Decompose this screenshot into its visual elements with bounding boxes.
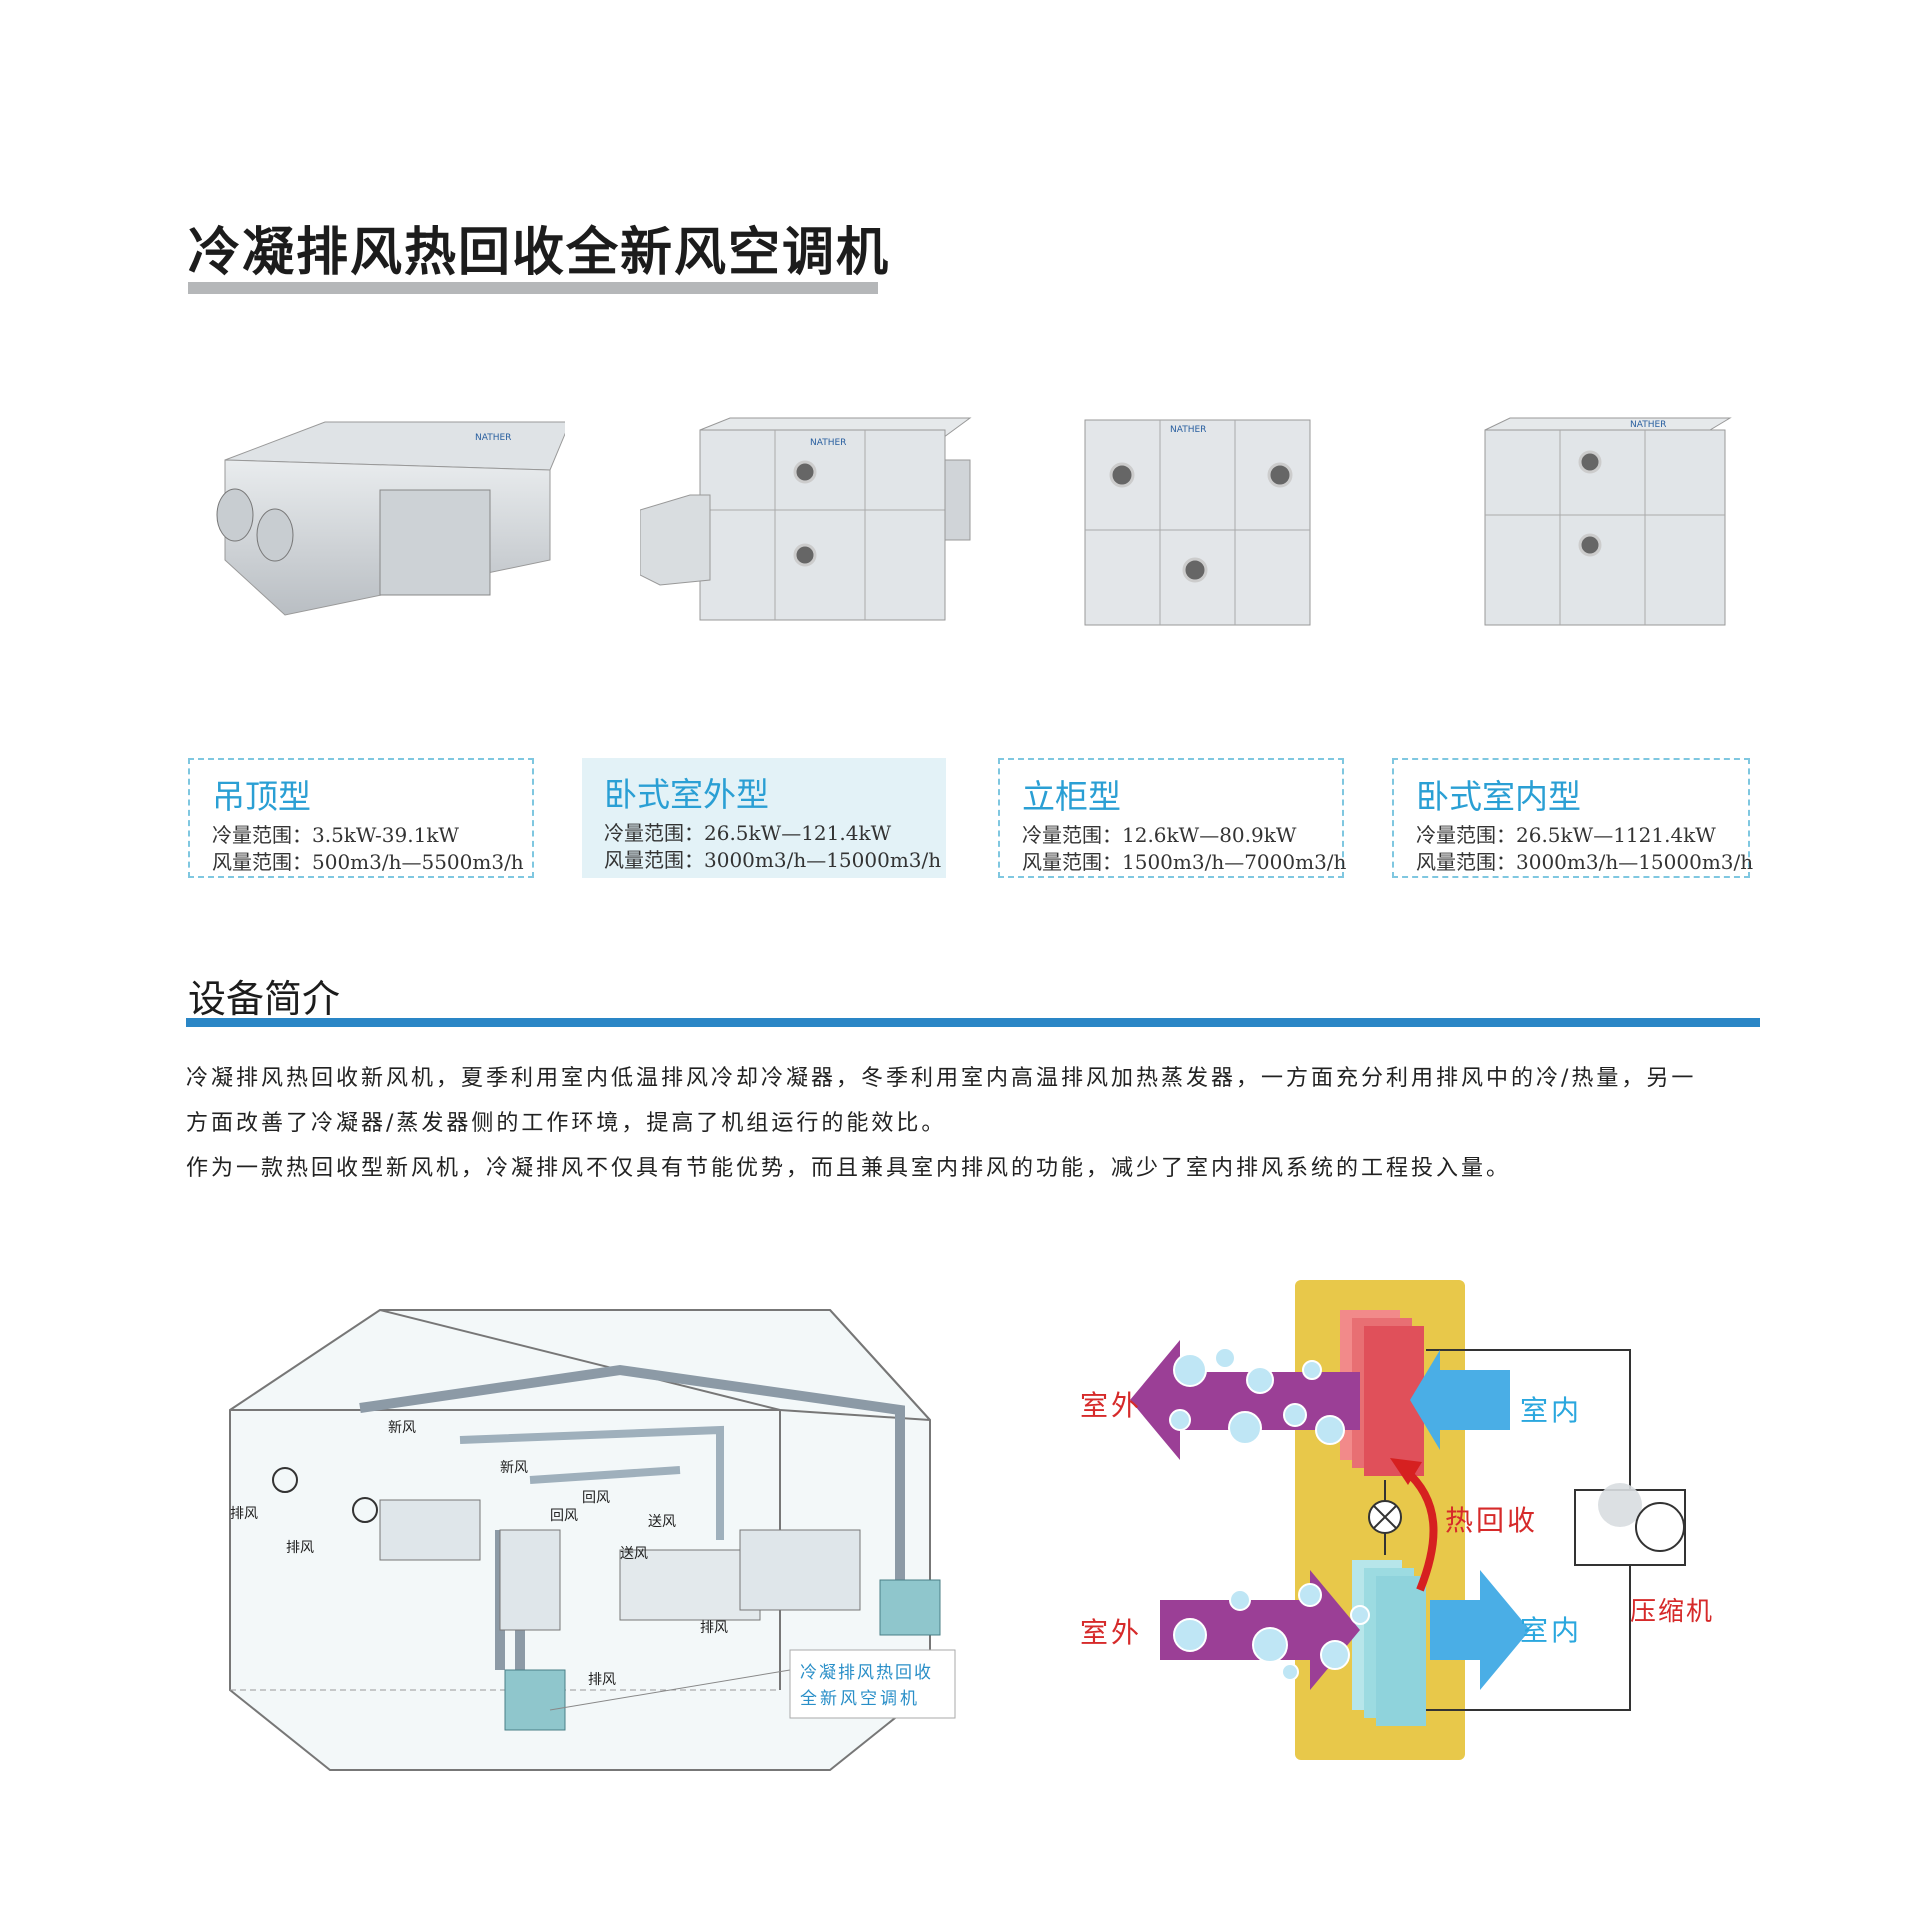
label-paifeng-bottom: 排风 [588, 1672, 616, 1688]
exhaust-arrow-top [1130, 1340, 1360, 1460]
label-huifeng-1: 回风 [550, 1508, 578, 1524]
label-xinfeng-1: 新风 [388, 1420, 416, 1436]
label-songfeng-2: 送风 [620, 1546, 648, 1562]
heat-recovery-arrow [1402, 1466, 1438, 1592]
label-paifeng-mid: 排风 [286, 1540, 314, 1556]
product-name: 立柜型 [1022, 777, 1121, 816]
product-name: 吊顶型 [212, 777, 311, 816]
heat-recovery-schematic: 室外 室内 热回收 室外 室内 压缩机 [1080, 1280, 1714, 1760]
label-compressor: 压缩机 [1630, 1597, 1714, 1627]
intro-line-3: 作为一款热回收型新风机，冷凝排风不仅具有节能优势，而且兼具室内排风的功能，减少了… [186, 1156, 1512, 1181]
spec-card-horizontal-outdoor: 卧式室外型 冷量范围：26.5kW—121.4kW 风量范围：3000m3/h—… [582, 758, 946, 878]
compressor-icon [1635, 1502, 1685, 1552]
page-title: 冷凝排风热回收全新风空调机 [188, 223, 891, 283]
product-name: 卧式室外型 [604, 775, 769, 814]
svg-text:NATHER: NATHER [810, 438, 846, 448]
airflow-range: 风量范围：500m3/h—5500m3/h [212, 850, 524, 874]
label-outdoor-top: 室外 [1080, 1389, 1142, 1422]
spec-card-horizontal-indoor: 卧式室内型 冷量范围：26.5kW—1121.4kW 风量范围：3000m3/h… [1392, 758, 1754, 878]
callout-line-2: 全新风空调机 [800, 1689, 920, 1709]
product-name: 卧式室内型 [1416, 777, 1581, 816]
airflow-range: 风量范围：1500m3/h—7000m3/h [1022, 850, 1347, 874]
spec-card-vertical-cabinet: 立柜型 冷量范围：12.6kW—80.9kW 风量范围：1500m3/h—700… [998, 758, 1347, 878]
bubbles-top [1169, 1347, 1345, 1445]
label-paifeng-left: 排风 [230, 1506, 258, 1522]
cooling-range: 冷量范围：26.5kW—121.4kW [604, 821, 892, 845]
product-image-ceiling-type: NATHER [216, 421, 565, 616]
intro-line-1: 冷凝排风热回收新风机，夏季利用室内低温排风冷却冷凝器，冬季利用室内高温排风加热蒸… [186, 1066, 1697, 1091]
product-image-horizontal-outdoor: NATHER [640, 417, 972, 621]
airflow-range: 风量范围：3000m3/h—15000m3/h [1416, 850, 1754, 874]
evaporator-coil [1352, 1560, 1426, 1726]
label-heat-recovery: 热回收 [1445, 1504, 1538, 1537]
spec-card-ceiling: 吊顶型 冷量范围：3.5kW-39.1kW 风量范围：500m3/h—5500m… [188, 758, 534, 878]
product-image-vertical-cabinet: NATHER [1084, 419, 1311, 626]
label-indoor-top: 室内 [1520, 1394, 1582, 1427]
product-image-horizontal-indoor: NATHER [1484, 417, 1732, 626]
bubbles-bottom [1173, 1583, 1370, 1681]
svg-text:NATHER: NATHER [1630, 420, 1666, 430]
title-underline [188, 282, 878, 294]
section-underline [186, 1018, 1760, 1027]
section-title: 设备简介 [188, 977, 341, 1021]
callout-line-1: 冷凝排风热回收 [800, 1663, 933, 1683]
cooling-range: 冷量范围：12.6kW—80.9kW [1022, 823, 1297, 847]
cooling-range: 冷量范围：3.5kW-39.1kW [212, 823, 459, 847]
cooling-range: 冷量范围：26.5kW—1121.4kW [1416, 823, 1716, 847]
label-huifeng-2: 回风 [582, 1490, 610, 1506]
label-songfeng-1: 送风 [648, 1514, 676, 1530]
label-indoor-bottom: 室内 [1520, 1614, 1582, 1647]
label-paifeng-right: 排风 [700, 1620, 728, 1636]
indoor-arrow-top [1410, 1350, 1510, 1450]
airflow-range: 风量范围：3000m3/h—15000m3/h [604, 848, 942, 872]
condenser-coil [1340, 1310, 1424, 1476]
label-xinfeng-2: 新风 [500, 1460, 528, 1476]
indoor-arrow-bottom [1430, 1570, 1530, 1690]
svg-text:NATHER: NATHER [1170, 425, 1206, 435]
intro-line-2: 方面改善了冷凝器/蒸发器侧的工作环境，提高了机组运行的能效比。 [186, 1111, 947, 1136]
building-airflow-diagram: 新风 新风 排风 排风 回风 回风 送风 送风 排风 排风 冷凝排风热回收 全新… [200, 1290, 970, 1780]
label-outdoor-bottom: 室外 [1080, 1616, 1142, 1649]
svg-text:NATHER: NATHER [475, 433, 511, 443]
